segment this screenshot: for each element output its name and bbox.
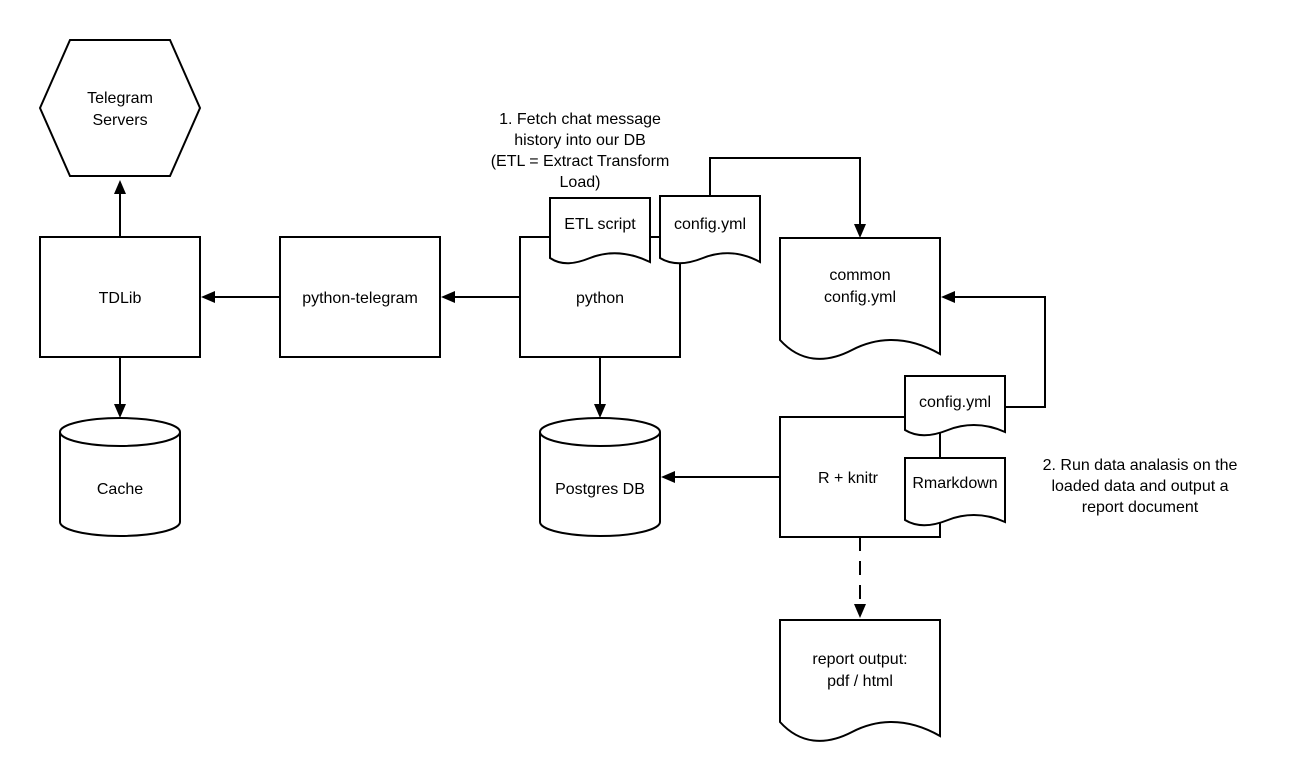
step1-line4: Load) xyxy=(560,174,601,191)
arrowhead xyxy=(441,291,455,303)
python-config-node: config.yml xyxy=(659,195,761,265)
telegram-servers-node: Telegram Servers xyxy=(38,39,202,177)
step1-annotation: 1. Fetch chat message history into our D… xyxy=(491,111,670,191)
tdlib-label: TDLib xyxy=(99,290,142,307)
arrowhead xyxy=(941,291,955,303)
step1-line3: (ETL = Extract Transform xyxy=(491,153,670,170)
step1-line2: history into our DB xyxy=(514,132,646,149)
connector-rconfig-to-common xyxy=(955,296,1046,408)
arrowhead xyxy=(114,180,126,194)
postgres-node: Postgres DB xyxy=(539,417,661,537)
r-knitr-label: R + knitr xyxy=(818,470,879,487)
step2-line2: loaded data and output a xyxy=(1051,478,1228,495)
python-node: python xyxy=(519,236,681,358)
arrowhead xyxy=(594,404,606,418)
r-config-node: config.yml xyxy=(904,375,1006,437)
step2-annotation: 2. Run data analasis on the loaded data … xyxy=(1043,457,1238,516)
connector-config-to-common xyxy=(709,157,861,224)
arrowhead xyxy=(661,471,675,483)
arrowhead xyxy=(854,224,866,238)
step2-line1: 2. Run data analasis on the xyxy=(1043,457,1238,474)
rmarkdown-node: Rmarkdown xyxy=(904,457,1006,527)
report-output-label-line2: pdf / html xyxy=(827,673,893,690)
report-output-label-line1: report output: xyxy=(812,651,907,668)
common-config-node: common config.yml xyxy=(779,237,941,360)
python-telegram-label: python-telegram xyxy=(302,290,418,307)
rmarkdown-label: Rmarkdown xyxy=(912,475,997,492)
step2-line3: report document xyxy=(1082,499,1199,516)
telegram-servers-label-line1: Telegram xyxy=(87,90,153,107)
r-config-label: config.yml xyxy=(919,394,991,411)
postgres-label: Postgres DB xyxy=(555,481,645,498)
report-output-node: report output: pdf / html xyxy=(779,619,941,742)
python-label: python xyxy=(576,290,624,307)
etl-script-label: ETL script xyxy=(564,216,636,233)
etl-script-node: ETL script xyxy=(549,197,651,265)
cache-node: Cache xyxy=(59,417,181,537)
python-telegram-node: python-telegram xyxy=(279,236,441,358)
arrowhead xyxy=(114,404,126,418)
telegram-servers-label-line2: Servers xyxy=(92,112,147,129)
common-config-label-line1: common xyxy=(829,267,890,284)
step1-line1: 1. Fetch chat message xyxy=(499,111,661,128)
common-config-label-line2: config.yml xyxy=(824,289,896,306)
python-config-label: config.yml xyxy=(674,216,746,233)
arrowhead xyxy=(201,291,215,303)
arrowhead xyxy=(854,604,866,618)
tdlib-node: TDLib xyxy=(39,236,201,358)
cache-label: Cache xyxy=(97,481,143,498)
